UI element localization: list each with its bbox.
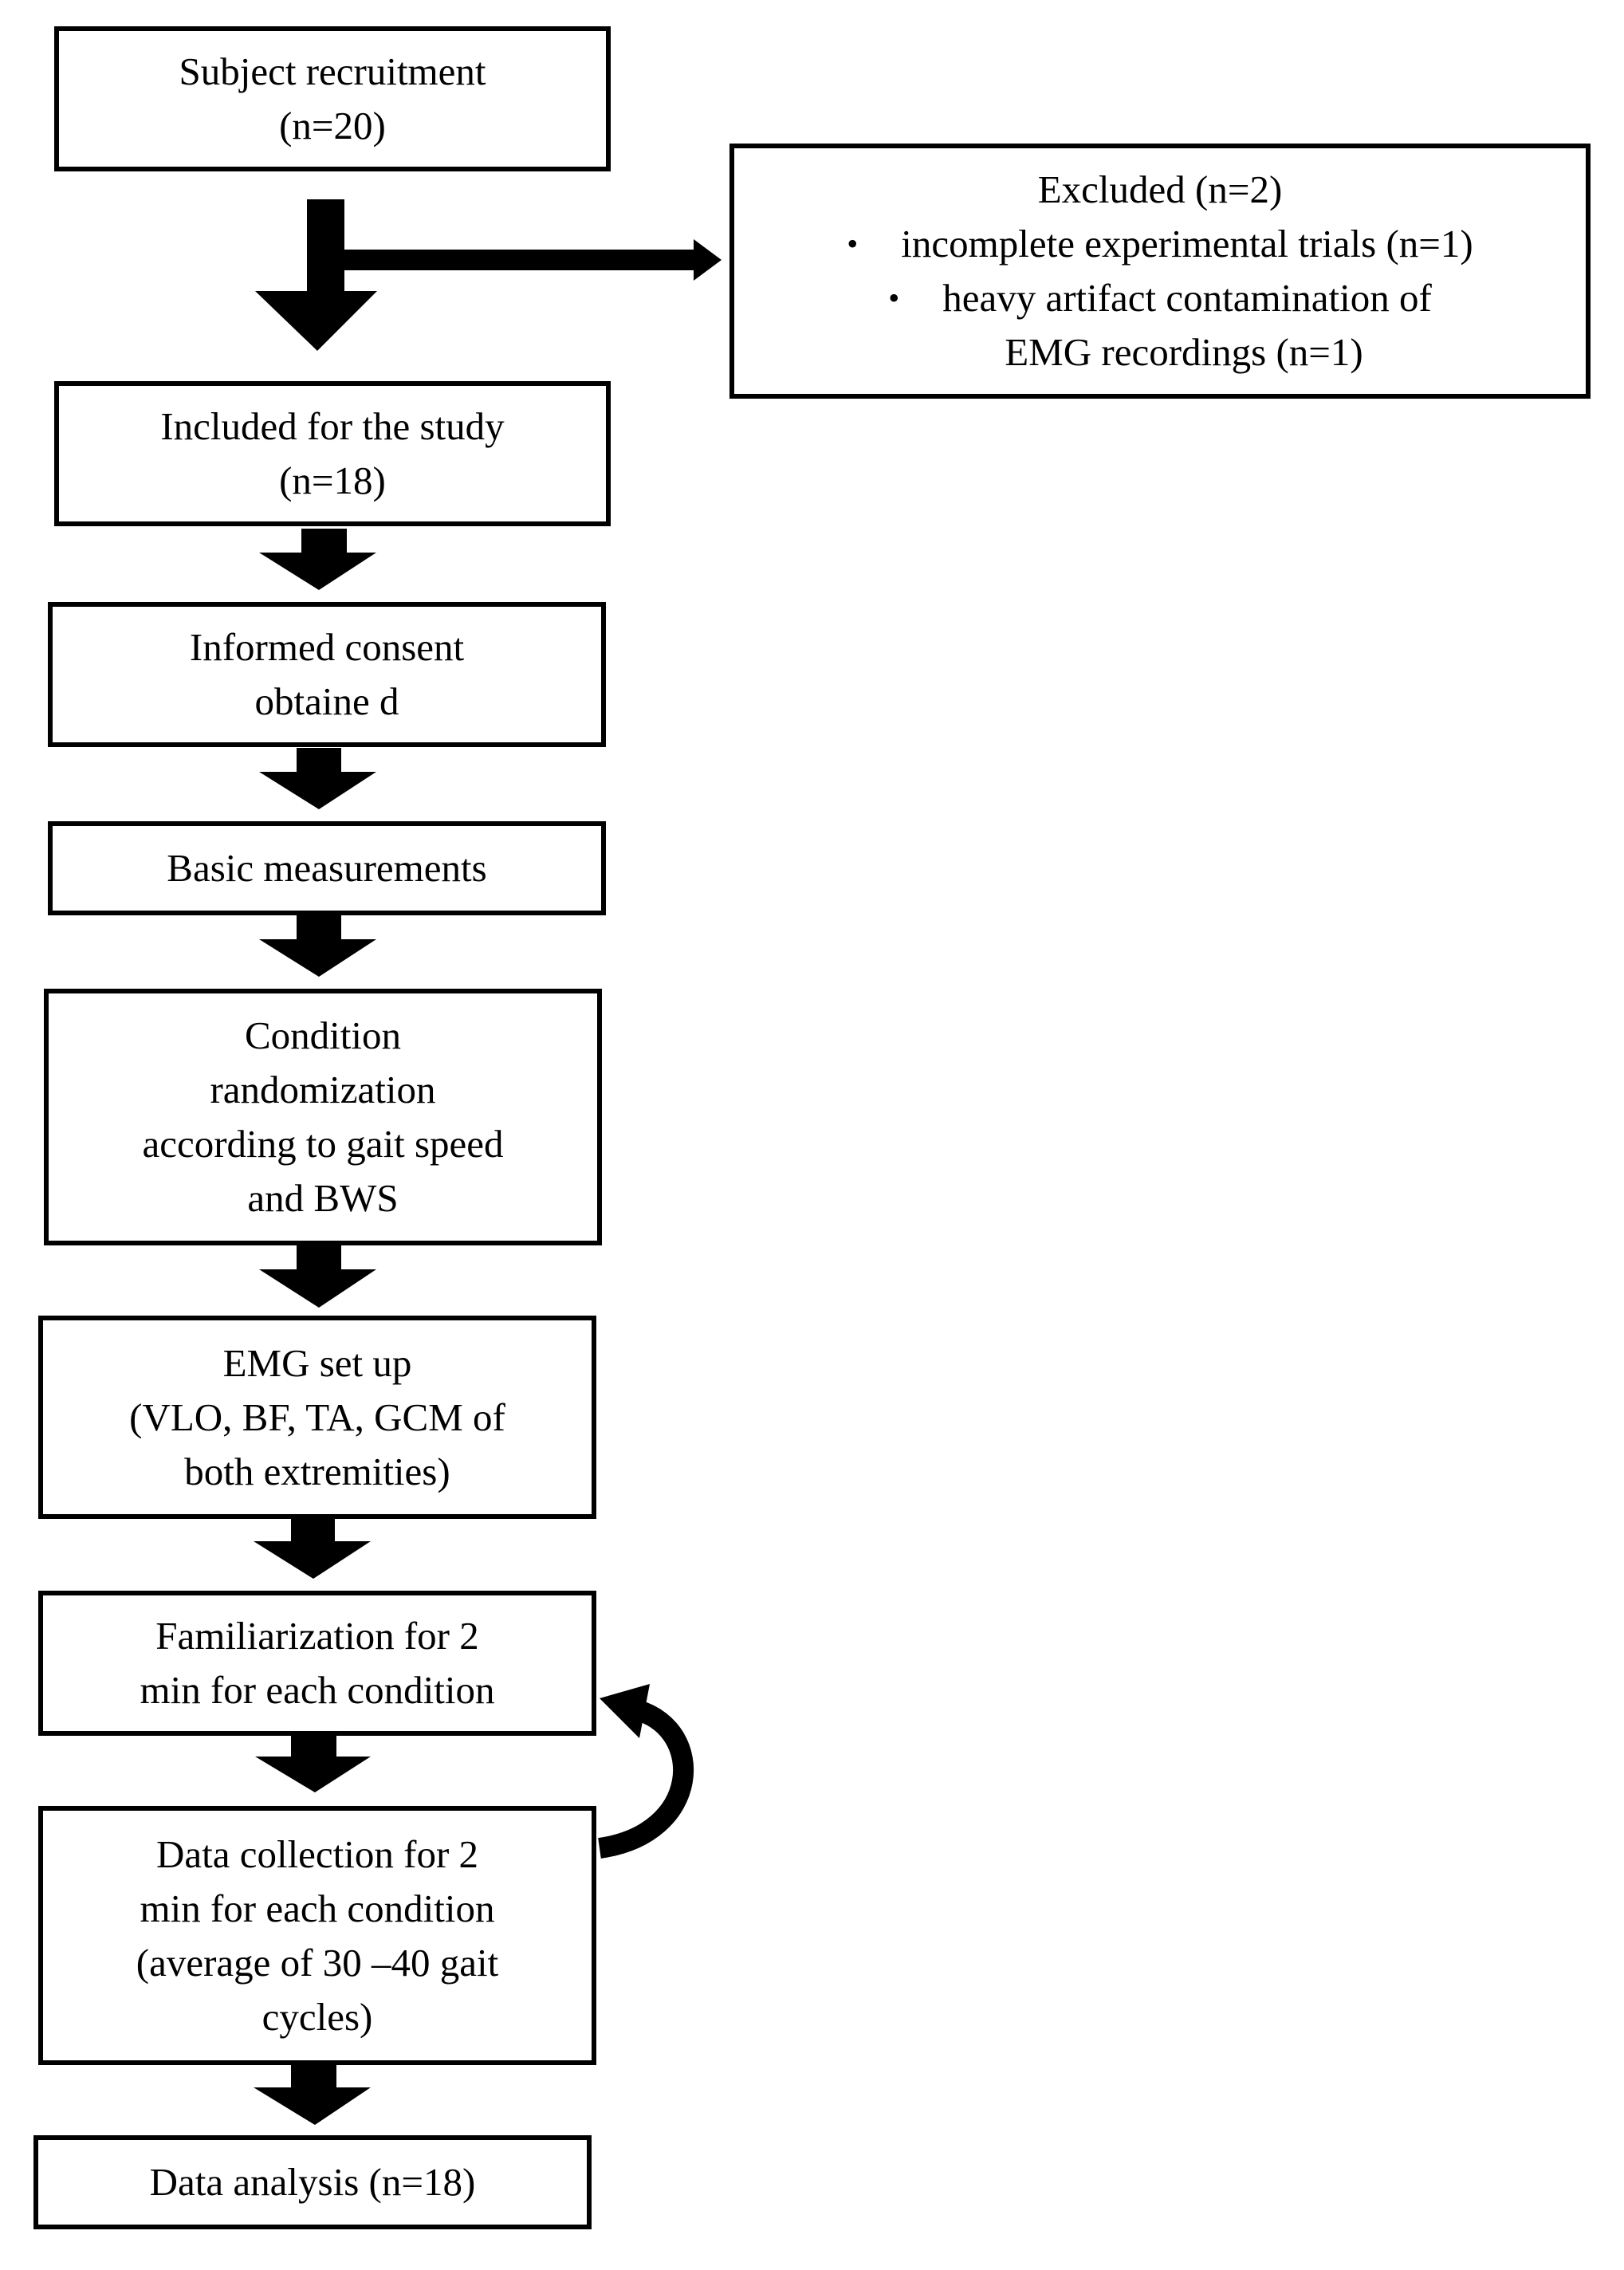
loop-arrow-head — [600, 1684, 650, 1738]
box-included: Included for the study (n=18) — [54, 381, 611, 526]
excluded-item-1-text: incomplete experimental trials (n=1) — [901, 222, 1473, 266]
excluded-item-2: • heavy artifact contamination of — [888, 271, 1432, 325]
basic-label: Basic measurements — [167, 846, 487, 890]
collection-line-4: cycles) — [261, 1994, 373, 2039]
arrow-collection-to-analysis — [254, 2063, 371, 2125]
arrow-randomization-to-emg — [259, 1245, 376, 1308]
randomization-line-1: Condition — [244, 1013, 402, 1057]
arrow-familiarization-to-collection — [255, 1732, 371, 1792]
included-count: (n=18) — [279, 458, 386, 502]
emg-line-3: both extremities) — [184, 1449, 450, 1493]
excluded-title: Excluded (n=2) — [1037, 167, 1283, 211]
emg-line-1: EMG set up — [222, 1340, 412, 1385]
box-data-collection: Data collection for 2 min for each condi… — [38, 1806, 596, 2065]
arrow-emg-to-familiarization — [254, 1517, 371, 1579]
box-familiarization: Familiarization for 2 min for each condi… — [38, 1591, 596, 1736]
box-informed-consent: Informed consent obtaine d — [48, 602, 606, 747]
consent-line-1: Informed consent — [189, 625, 465, 669]
collection-line-3: (average of 30 –40 gait — [136, 1940, 499, 1985]
loop-arrow — [597, 1700, 694, 1859]
consent-line-2: obtaine d — [254, 679, 399, 723]
arrow-included-to-consent — [259, 529, 376, 590]
included-label: Included for the study — [160, 404, 505, 448]
randomization-line-3: according to gait speed — [142, 1122, 504, 1166]
box-subject-recruitment: Subject recruitment (n=20) — [54, 26, 611, 171]
excluded-item-2-text: heavy artifact contamination of — [942, 276, 1432, 320]
recruitment-count: (n=20) — [279, 104, 386, 148]
box-excluded: Excluded (n=2) • incomplete experimental… — [729, 144, 1591, 399]
excluded-item-2-text-cont: EMG recordings (n=1) — [1005, 330, 1363, 374]
familiarization-line-1: Familiarization for 2 — [155, 1614, 479, 1658]
bullet-icon: • — [888, 280, 900, 316]
box-basic-measurements: Basic measurements — [48, 821, 606, 915]
arrow-branch-head — [694, 239, 722, 281]
box-emg-setup: EMG set up (VLO, BF, TA, GCM of both ext… — [38, 1316, 596, 1519]
excluded-item-1: • incomplete experimental trials (n=1) — [847, 217, 1473, 271]
bullet-icon: • — [847, 226, 859, 262]
analysis-label: Data analysis (n=18) — [149, 2160, 476, 2204]
box-condition-randomization: Condition randomization according to gai… — [44, 989, 602, 1245]
emg-line-2: (VLO, BF, TA, GCM of — [129, 1395, 505, 1439]
collection-line-2: min for each condition — [140, 1886, 495, 1930]
familiarization-line-2: min for each condition — [140, 1668, 495, 1712]
arrow-recruitment-to-included — [255, 199, 377, 351]
arrow-consent-to-basic — [259, 748, 376, 809]
collection-line-1: Data collection for 2 — [155, 1831, 479, 1876]
arrow-basic-to-randomization — [259, 915, 376, 977]
box-data-analysis: Data analysis (n=18) — [33, 2135, 592, 2229]
randomization-line-4: and BWS — [247, 1176, 399, 1220]
arrow-branch-line — [344, 250, 702, 270]
randomization-line-2: randomization — [210, 1068, 436, 1111]
recruitment-label: Subject recruitment — [179, 49, 486, 93]
